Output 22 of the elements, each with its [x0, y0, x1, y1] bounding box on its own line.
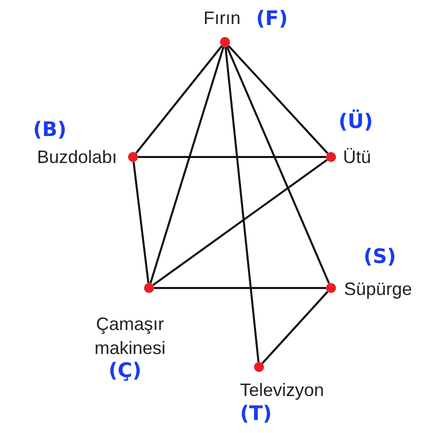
- vertex-label: Çamaşır makinesi: [93, 312, 167, 360]
- vertex-label: Televizyon: [240, 379, 324, 402]
- graph-edge: [135, 45, 223, 154]
- handwritten-letter: (Ü): [338, 109, 374, 133]
- graph-edge: [152, 159, 328, 286]
- vertex-label: Süpürge: [344, 278, 412, 301]
- graph-edge: [132, 162, 150, 284]
- vertex-label: Ütü: [343, 146, 372, 169]
- graph-edge: [224, 46, 260, 362]
- graph-edge: [138, 156, 326, 158]
- graph-edge: [228, 45, 328, 154]
- graph-edge: [154, 287, 326, 289]
- handwritten-letter: (T): [240, 401, 272, 425]
- graph-edge: [262, 291, 328, 364]
- handwritten-letter: (S): [364, 244, 396, 268]
- graph-edge: [150, 46, 224, 284]
- handwritten-letter: (B): [33, 117, 67, 141]
- vertex-label: Buzdolabı: [37, 146, 118, 169]
- graph-edge: [226, 46, 330, 284]
- vertex-label: Fırın: [204, 7, 241, 30]
- handwritten-letter: (F): [256, 6, 288, 30]
- handwritten-letter: (Ç): [108, 358, 142, 382]
